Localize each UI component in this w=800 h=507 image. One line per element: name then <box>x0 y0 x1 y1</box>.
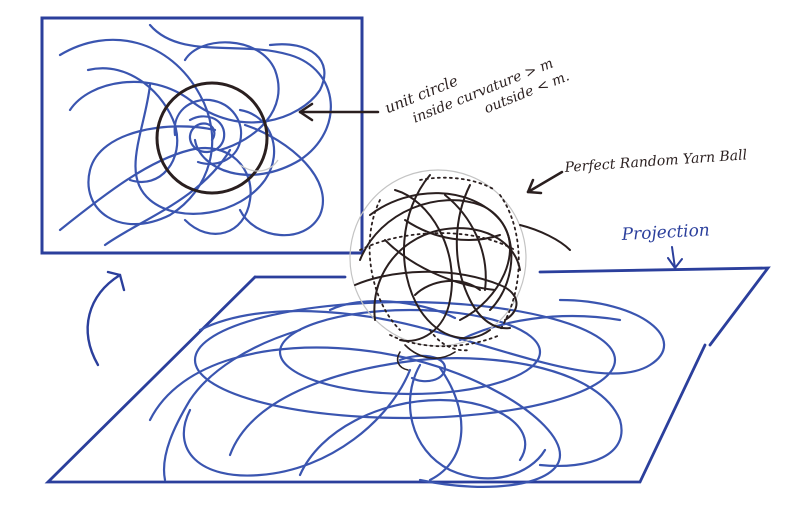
projection-arrow <box>667 246 683 269</box>
hidden-strands <box>359 176 520 352</box>
circle-annotation: unit circle inside curvature > m outside… <box>298 55 572 127</box>
arrow-to-ball <box>526 170 564 194</box>
sphere-outline <box>349 169 527 347</box>
projection-label: Projection <box>620 220 710 245</box>
unit-circle <box>155 81 269 195</box>
arrow-to-circle-head <box>298 102 314 122</box>
inset-view <box>40 16 364 255</box>
projection-plane <box>44 266 771 484</box>
arrow-to-ball-head <box>526 178 543 195</box>
pencil-smudge <box>239 159 279 172</box>
projection-shadow-strands <box>396 344 456 371</box>
inset-frame <box>40 16 364 255</box>
inset-projected-curve <box>58 23 332 247</box>
yarn-ball-annotation: Perfect Random Yarn Ball <box>526 147 748 195</box>
yarn-ball <box>349 169 571 352</box>
yarn-ball-label: Perfect Random Yarn Ball <box>563 147 747 176</box>
plane-projected-curve <box>148 298 666 488</box>
up-arrow <box>86 270 126 367</box>
